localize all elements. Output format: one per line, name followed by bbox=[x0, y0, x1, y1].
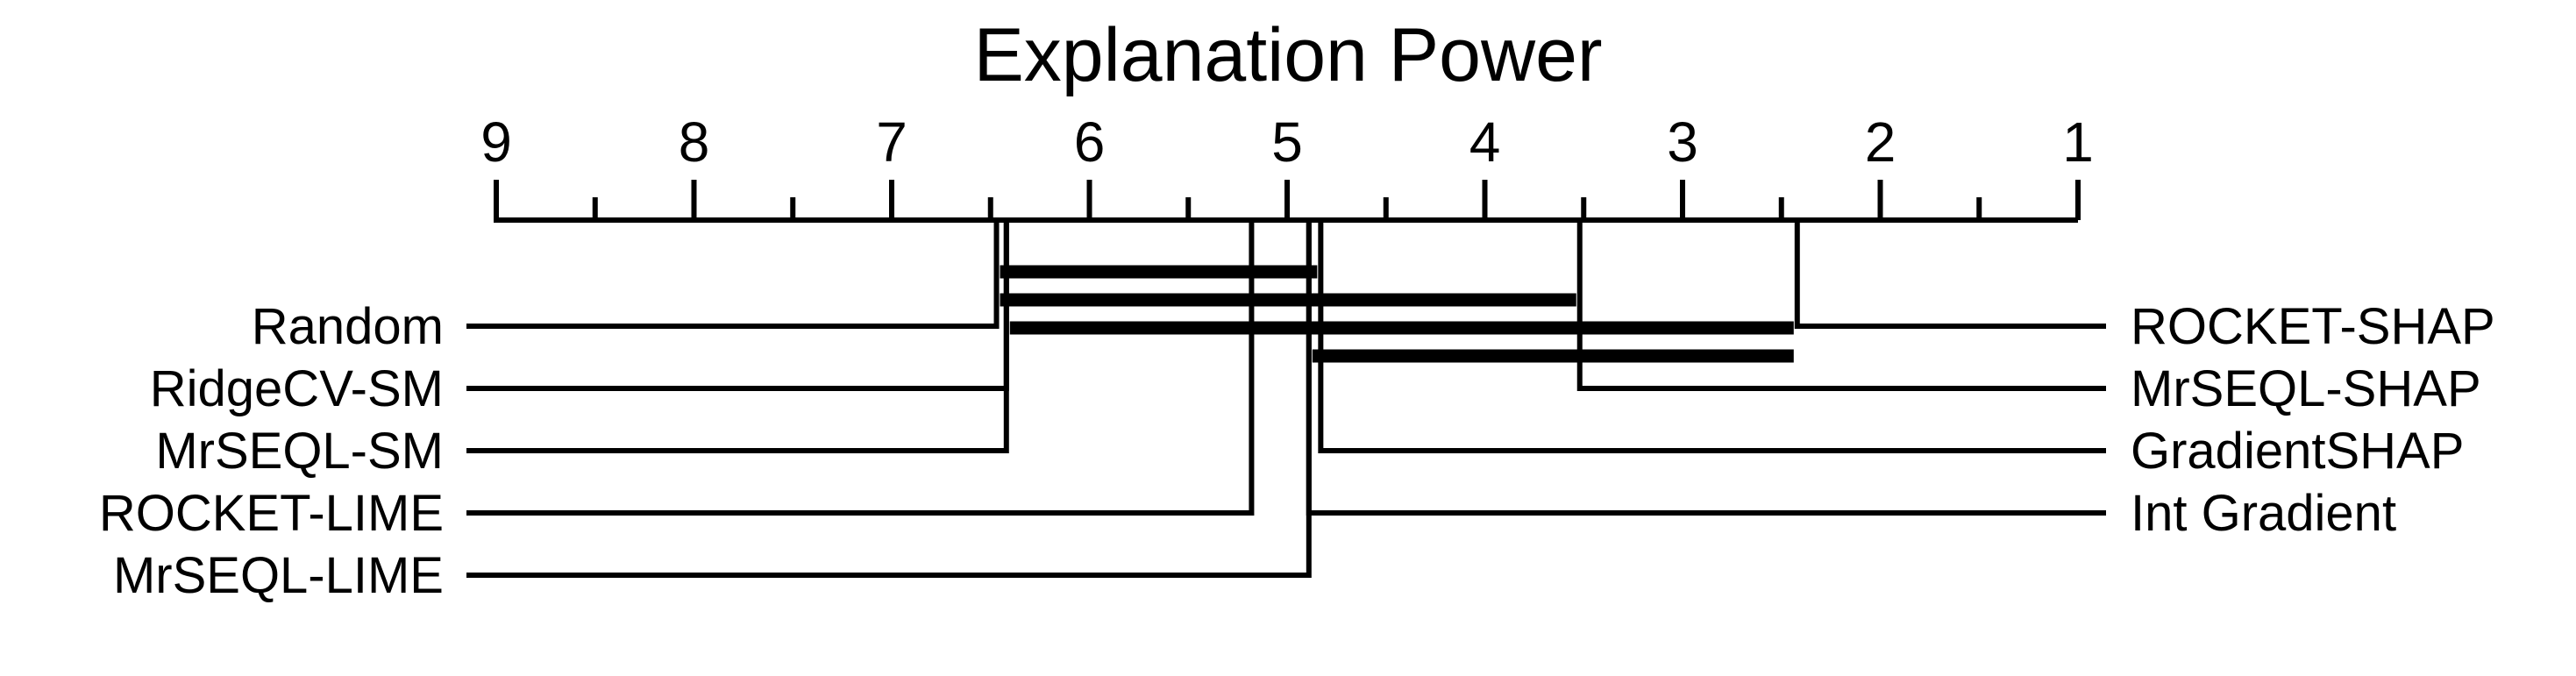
method-label-left: Random bbox=[252, 298, 444, 355]
method-connector-right bbox=[1318, 220, 2106, 453]
rank-axis-ticks bbox=[494, 180, 2081, 220]
method-connector-left bbox=[466, 220, 1255, 516]
method-connector-left bbox=[466, 220, 1009, 391]
axis-tick-label: 6 bbox=[1074, 110, 1106, 174]
axis-tick-label: 5 bbox=[1271, 110, 1303, 174]
method-connector-right bbox=[1576, 220, 2106, 391]
chart-title: Explanation Power bbox=[973, 13, 1602, 97]
method-label-left: RidgeCV-SM bbox=[150, 360, 444, 417]
method-connector-left bbox=[466, 220, 1000, 329]
method-labels: RandomRidgeCV-SMMrSEQL-SMROCKET-LIMEMrSE… bbox=[99, 298, 2495, 604]
axis-tick-label: 8 bbox=[679, 110, 710, 174]
method-label-left: MrSEQL-SM bbox=[155, 423, 444, 480]
axis-tick-label: 2 bbox=[1865, 110, 1896, 174]
method-label-right: ROCKET-SHAP bbox=[2131, 298, 2495, 355]
method-label-left: ROCKET-LIME bbox=[99, 485, 444, 542]
axis-tick-label: 1 bbox=[2062, 110, 2094, 174]
axis-tick-label: 9 bbox=[480, 110, 512, 174]
axis-tick-label: 7 bbox=[876, 110, 907, 174]
method-label-left: MrSEQL-LIME bbox=[113, 547, 444, 604]
method-connector-right bbox=[1794, 220, 2106, 329]
method-connector-right bbox=[1306, 220, 2106, 516]
axis-tick-label: 4 bbox=[1469, 110, 1501, 174]
rank-axis-tick-labels: 9 8 7 6 5 4 3 2 1 bbox=[480, 110, 2094, 174]
method-label-right: MrSEQL-SHAP bbox=[2131, 360, 2481, 417]
clique-bars bbox=[1000, 265, 1794, 363]
method-connector-left bbox=[466, 220, 1009, 453]
method-label-right: GradientSHAP bbox=[2131, 423, 2464, 480]
axis-tick-label: 3 bbox=[1667, 110, 1698, 174]
method-label-right: Int Gradient bbox=[2131, 485, 2396, 542]
